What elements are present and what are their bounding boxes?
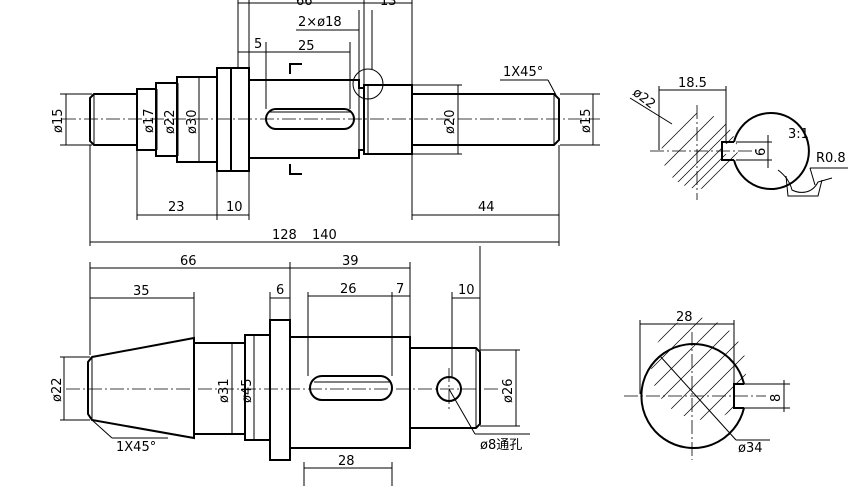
hole-note: ø8通孔 bbox=[480, 438, 522, 453]
top-dimensions: 66 13 2×ø18 5 25 1X45° ø15 ø17 ø22 ø30 bbox=[51, 0, 600, 246]
dim-d31: ø31 bbox=[217, 379, 232, 404]
r0-8-label: R0.8 bbox=[816, 151, 846, 166]
dim-d22-section: ø22 bbox=[630, 85, 659, 112]
dim-28-bottom: 28 bbox=[338, 454, 355, 469]
dim-d22: ø22 bbox=[163, 110, 178, 135]
chamfer-label-top: 1X45° bbox=[503, 65, 543, 80]
dim-d20: ø20 bbox=[443, 110, 458, 135]
bottom-shaft bbox=[66, 319, 500, 461]
dim-140: 140 bbox=[312, 228, 337, 243]
dim-d15-right: ø15 bbox=[579, 109, 594, 134]
dim-d17: ø17 bbox=[142, 109, 157, 134]
dim-10-bottom: 10 bbox=[458, 283, 475, 298]
dim-35: 35 bbox=[133, 284, 150, 299]
bottom-dimensions: 66 39 35 6 26 7 10 ø22 ø31 ø45 ø2 bbox=[50, 246, 530, 486]
dim-18-5: 18.5 bbox=[678, 76, 707, 91]
dim-23: 23 bbox=[168, 200, 185, 215]
dim-d22-bottom: ø22 bbox=[50, 378, 65, 403]
dim-5: 5 bbox=[254, 37, 262, 52]
dim-66-bottom: 66 bbox=[180, 254, 197, 269]
bottom-section-view: 28 8 ø34 bbox=[624, 310, 790, 460]
dim-128: 128 bbox=[272, 228, 297, 243]
dim-d34: ø34 bbox=[738, 441, 763, 456]
dim-28-section: 28 bbox=[676, 310, 693, 325]
dim-10-top: 10 bbox=[226, 200, 243, 215]
dim-13-top: 13 bbox=[380, 0, 397, 9]
dim-7: 7 bbox=[396, 282, 404, 297]
dim-d15-left: ø15 bbox=[51, 109, 66, 134]
chamfer-label-bottom: 1X45° bbox=[116, 440, 156, 455]
dim-39: 39 bbox=[342, 254, 359, 269]
dim-8-section: 8 bbox=[769, 394, 784, 402]
dim-d30: ø30 bbox=[185, 110, 200, 135]
dim-6-section: 6 bbox=[754, 148, 769, 156]
dim-d45: ø45 bbox=[240, 379, 255, 404]
dim-25: 25 bbox=[298, 39, 315, 54]
scale-label: 3:1 bbox=[788, 127, 809, 142]
dim-66-top: 66 bbox=[296, 0, 313, 9]
dim-6-bottom: 6 bbox=[276, 283, 284, 298]
dim-44: 44 bbox=[478, 200, 495, 215]
dim-26-top: 26 bbox=[340, 282, 357, 297]
dim-2xd18: 2×ø18 bbox=[298, 15, 342, 30]
dim-d26: ø26 bbox=[501, 379, 516, 404]
top-section-view: 18.5 ø22 6 3:1 R0.8 bbox=[630, 76, 848, 200]
